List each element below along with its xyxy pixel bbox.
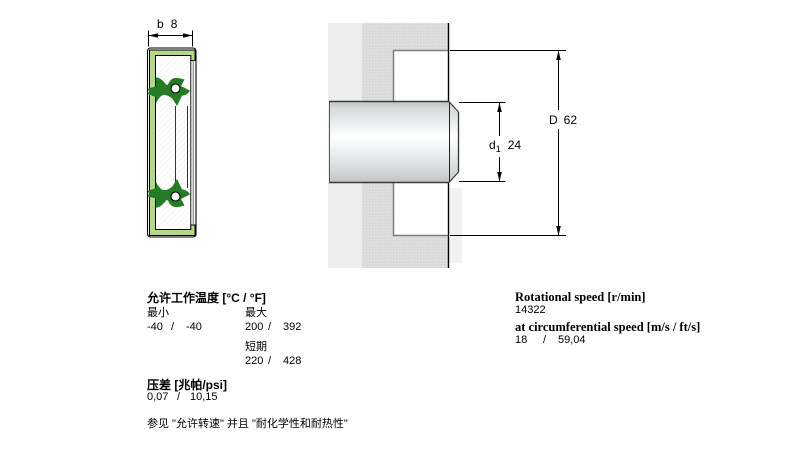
circumferential-speed-title: at circumferential speed [m/s / ft/s] [515,320,701,334]
shaft-diameter-dimension [459,102,506,182]
seal-seat-recess-top [392,49,449,102]
shaft-chamfer-top [448,101,459,113]
seal-bottom-lip [147,179,190,208]
temperature-min-celsius: -40 [147,321,163,333]
temperature-short-celsius: 220 [245,355,264,367]
rotational-speed-value: 14322 [515,304,546,316]
temperature-max-celsius: 200 [245,321,264,333]
temperature-short-term-label: 短期 [245,341,267,353]
seal-seat-recess-bottom [392,182,449,237]
shaft [329,101,459,183]
seal-case [149,49,196,236]
temperature-min-fahrenheit: -40 [186,321,202,333]
outer-diameter-dimension [450,50,566,236]
housing-light-right [449,188,462,263]
temperature-max-separator: / [268,321,272,333]
seal-bottom-spring [170,191,181,202]
seal-width-dimension [148,30,193,47]
pressure-separator: / [177,391,181,403]
temperature-min-separator: / [171,321,175,333]
seal-top-spring [170,83,181,94]
rotational-speed-title: Rotational speed [r/min] [515,290,646,304]
mounting-cross-section [328,23,566,268]
temperature-short-separator: / [268,355,272,367]
temperature-max-fahrenheit: 392 [283,321,302,333]
temperature-title: 允许工作温度 [°C / °F] [147,291,266,305]
see-also-note: 参见 "允许转速" 并且 "耐化学性和耐热性" [147,418,348,430]
shaft-chamfer-bottom [448,171,459,183]
pressure-psi: 10,15 [190,391,218,403]
seal-top-lip [147,77,190,106]
temperature-max-label: 最大 [245,307,267,319]
circumferential-separator: / [543,334,547,346]
temperature-min-label: 最小 [147,307,169,319]
circumferential-fts: 59,04 [558,334,586,346]
seal-cross-section [146,30,197,238]
pressure-mpa: 0,07 [147,391,169,403]
circumferential-ms: 18 [515,334,528,346]
temperature-short-fahrenheit: 428 [283,355,302,367]
pressure-title: 压差 [兆帕/psi] [147,378,227,392]
